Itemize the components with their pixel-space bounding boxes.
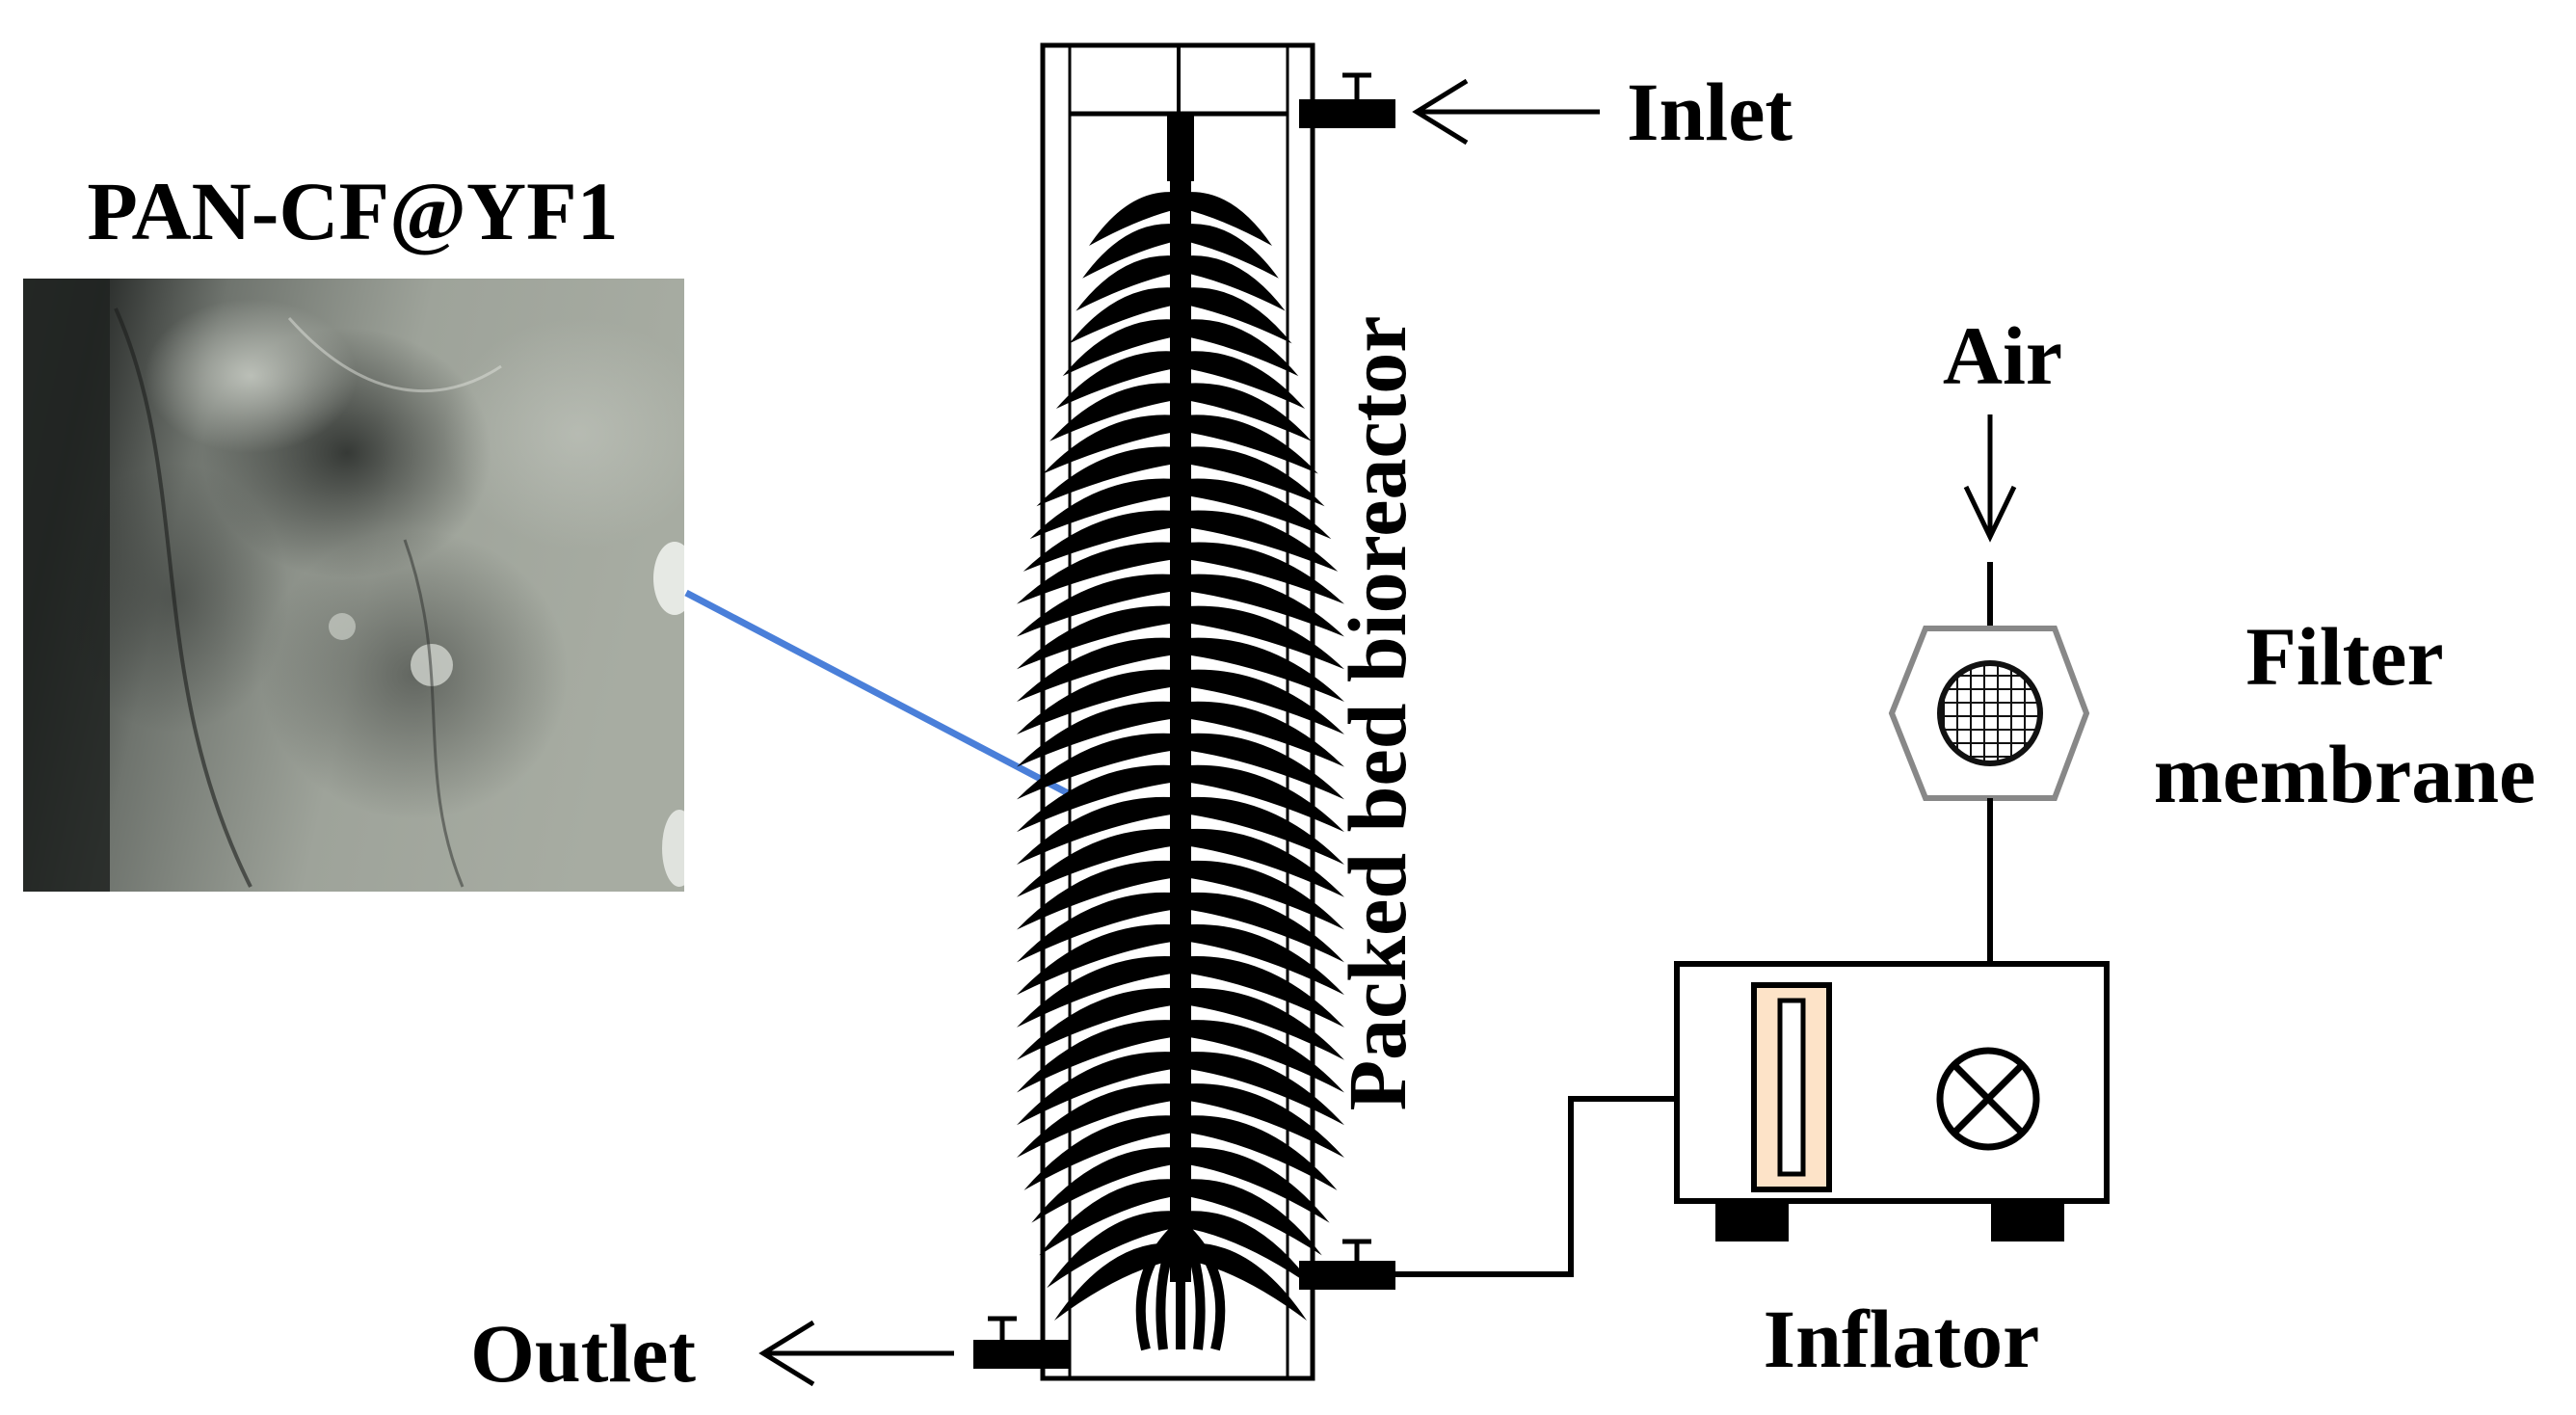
brush-strand-right bbox=[1181, 414, 1318, 474]
brush-strand-left bbox=[1017, 828, 1181, 897]
brush-strand-left bbox=[1036, 446, 1181, 507]
air-label: Air bbox=[1943, 309, 2062, 402]
brush-strand-left bbox=[1017, 764, 1181, 833]
brush-strand-left bbox=[1017, 733, 1181, 800]
inlet-valve bbox=[1299, 72, 1395, 128]
brush-strand-left bbox=[1017, 605, 1181, 670]
brush-strand-left bbox=[1017, 988, 1181, 1060]
outlet-label: Outlet bbox=[470, 1307, 696, 1400]
brush-strand-right bbox=[1181, 1020, 1344, 1093]
brush-strand-left bbox=[1022, 510, 1181, 572]
brush-strand-left bbox=[1082, 224, 1181, 279]
brush-strand-left bbox=[1055, 351, 1181, 409]
brush-strand-left bbox=[1017, 1083, 1181, 1159]
brush-strand-right bbox=[1181, 1083, 1344, 1159]
brush-strand-right bbox=[1181, 1147, 1330, 1223]
brush-strand-left bbox=[1039, 1179, 1181, 1256]
brush-strand-right bbox=[1181, 510, 1339, 572]
brush-stem bbox=[1167, 114, 1194, 181]
brush-strand-left bbox=[1049, 383, 1181, 441]
brush-strand-right bbox=[1181, 192, 1272, 246]
inflator-label: Inflator bbox=[1764, 1293, 2040, 1385]
outlet-valve bbox=[973, 1316, 1070, 1369]
brush-strand-left bbox=[1017, 574, 1181, 637]
packing-brush bbox=[1017, 114, 1344, 1351]
brush-strand-left bbox=[1043, 414, 1181, 474]
outlet-arrow bbox=[758, 1320, 954, 1387]
inflator bbox=[1674, 961, 2110, 1241]
brush-strand-left bbox=[1017, 542, 1181, 604]
brush-strand-right bbox=[1181, 701, 1344, 767]
photo-title: PAN-CF@YF1 bbox=[87, 165, 618, 257]
brush-strand-right bbox=[1181, 669, 1344, 734]
brush-strand-right bbox=[1181, 255, 1286, 311]
brush-strand-right bbox=[1181, 956, 1344, 1028]
brush-strand-right bbox=[1181, 988, 1344, 1060]
brush-strand-left bbox=[1029, 478, 1181, 540]
brush-strand-right bbox=[1181, 796, 1344, 865]
brush-strand-right bbox=[1181, 1179, 1322, 1256]
brush-strand-right bbox=[1181, 542, 1344, 604]
brush-strand-right bbox=[1181, 351, 1306, 409]
leader-line bbox=[684, 589, 1074, 799]
inlet-label: Inlet bbox=[1627, 66, 1793, 158]
brush-strand-left bbox=[1017, 956, 1181, 1028]
brush-strand-right bbox=[1181, 637, 1344, 703]
brush-strand-left bbox=[1023, 1115, 1181, 1190]
brush-strand-right bbox=[1181, 224, 1279, 279]
brush-strand-left bbox=[1062, 319, 1181, 377]
brush-strand-left bbox=[1017, 669, 1181, 734]
brush-strand-right bbox=[1181, 574, 1344, 637]
brush-strand-right bbox=[1181, 733, 1344, 800]
filter-membrane bbox=[1888, 626, 2090, 801]
brush-strand-right bbox=[1181, 828, 1344, 897]
brush-strand-left bbox=[1017, 923, 1181, 996]
brush-strand-left bbox=[1089, 192, 1181, 246]
air-arrow bbox=[1963, 414, 2017, 543]
air-valve bbox=[1299, 1239, 1395, 1290]
air-pipe bbox=[1395, 1096, 1677, 1277]
brush-strand-right bbox=[1181, 446, 1325, 507]
brush-strand-right bbox=[1181, 478, 1332, 540]
brush-strand-left bbox=[1017, 637, 1181, 703]
brush-strand-left bbox=[1031, 1147, 1181, 1223]
brush-tail-strand bbox=[1155, 1221, 1185, 1350]
brush-strand-left bbox=[1047, 1211, 1181, 1289]
brush-strand-right bbox=[1181, 1115, 1338, 1190]
brush-strand-right bbox=[1181, 923, 1344, 996]
brush-strand-left bbox=[1017, 892, 1181, 963]
brush-tail-strand bbox=[1135, 1220, 1184, 1351]
inlet-arrow bbox=[1412, 78, 1600, 146]
brush-strand-right bbox=[1181, 892, 1344, 963]
brush-strand-right bbox=[1181, 1052, 1344, 1126]
filter-label-line1: Filter bbox=[2245, 610, 2443, 703]
brush-strand-right bbox=[1181, 319, 1299, 377]
brush-strand-right bbox=[1181, 383, 1312, 441]
brush-strand-right bbox=[1181, 605, 1344, 670]
brush-strand-left bbox=[1017, 1020, 1181, 1093]
brush-strand-left bbox=[1069, 287, 1181, 344]
brush-strand-left bbox=[1076, 255, 1181, 311]
brush-tail-strand bbox=[1177, 1220, 1226, 1351]
brush-strand-right bbox=[1181, 287, 1292, 344]
filter-label-line2: membrane bbox=[2154, 728, 2536, 820]
brush-strand-left bbox=[1017, 860, 1181, 930]
brush-strand-left bbox=[1017, 701, 1181, 767]
brush-strand-left bbox=[1017, 1052, 1181, 1126]
reactor-label: Packed bed bioreactor bbox=[1331, 316, 1423, 1111]
brush-strand-right bbox=[1181, 860, 1344, 930]
fiber-photo bbox=[23, 279, 684, 892]
inflator-fan-icon bbox=[1936, 1047, 2040, 1151]
brush-strand-right bbox=[1181, 764, 1344, 833]
brush-strand-right bbox=[1181, 1211, 1315, 1289]
brush-strand-left bbox=[1017, 796, 1181, 865]
